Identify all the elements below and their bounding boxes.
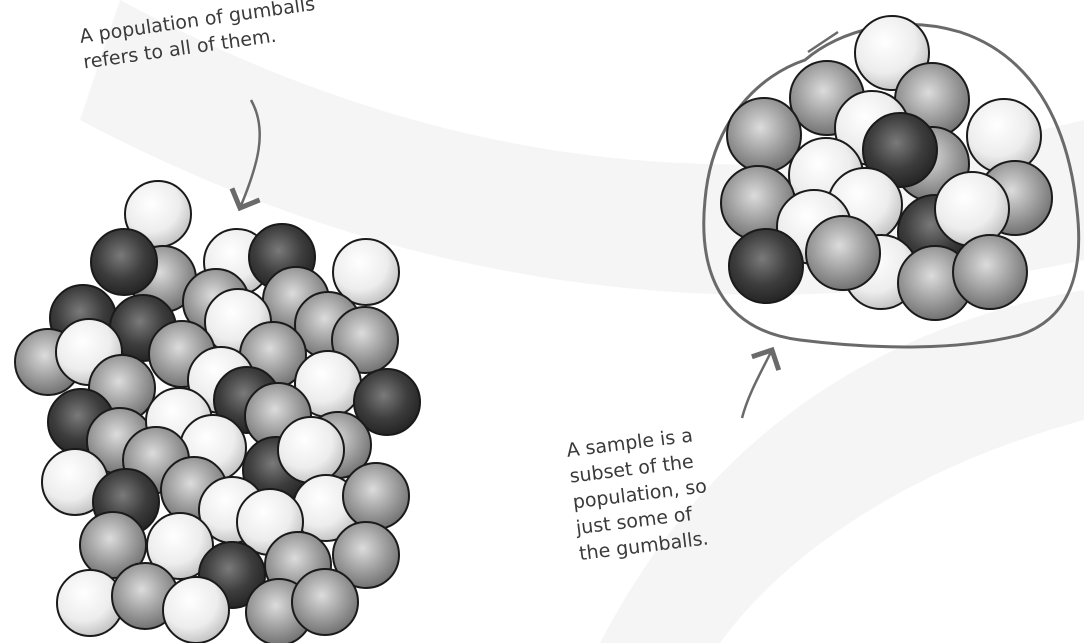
gumball	[729, 229, 803, 303]
gumball	[163, 577, 229, 643]
sample-gumball-pile	[721, 16, 1052, 320]
gumball	[953, 235, 1027, 309]
sample-arrow	[742, 350, 772, 418]
sample-note: A sample is a subset of the population, …	[565, 422, 715, 567]
gumball	[292, 569, 358, 635]
population-gumball-pile	[15, 181, 420, 643]
gumball	[278, 417, 344, 483]
gumball	[727, 98, 801, 172]
gumball	[806, 216, 880, 290]
gumball	[91, 229, 157, 295]
gumball	[343, 463, 409, 529]
